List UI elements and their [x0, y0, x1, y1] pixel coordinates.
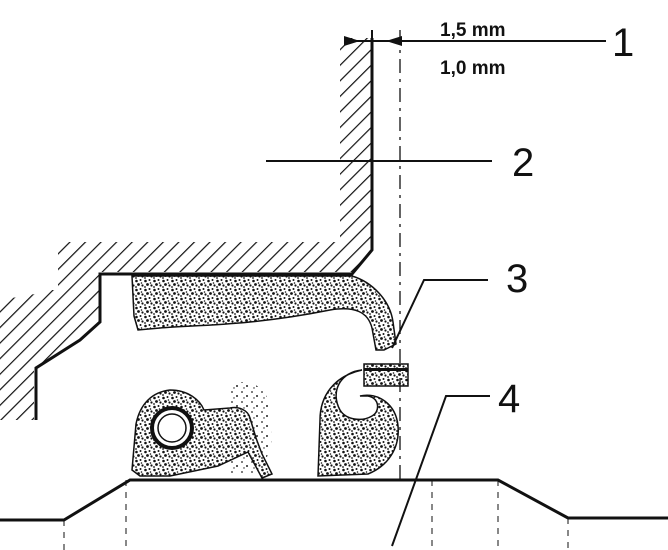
callout-3: 3: [506, 257, 528, 301]
callout-4: 4: [498, 377, 520, 421]
shaft: [0, 478, 668, 550]
callout-2: 2: [512, 141, 534, 185]
housing: [0, 38, 374, 420]
seal-body: [131, 275, 409, 479]
seal-upper-lip: [131, 275, 397, 351]
seal-edge-block: [363, 363, 409, 387]
shaft-outline: [0, 478, 668, 522]
callout-1: 1: [612, 21, 634, 65]
housing-inner-edge: [34, 38, 374, 420]
leader-4: [391, 395, 490, 547]
seal-hook: [317, 369, 399, 477]
dimension-indicator: 1,5 mm 1,0 mm: [344, 20, 606, 79]
leader-3: [391, 279, 488, 349]
dimension-upper: 1,5 mm: [440, 20, 505, 41]
dimension-lower: 1,0 mm: [440, 58, 505, 79]
